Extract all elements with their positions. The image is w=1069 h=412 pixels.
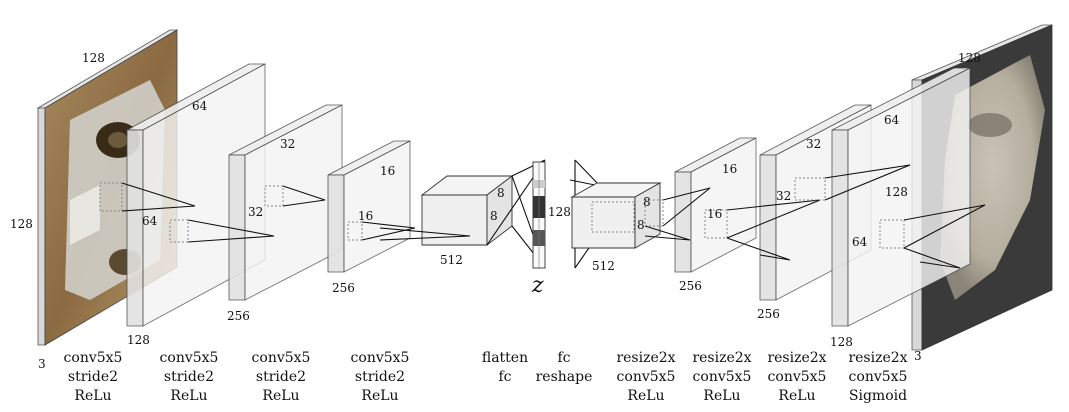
z-size-label: 128 (548, 205, 571, 219)
output-width-label: 128 (958, 51, 981, 65)
decoder-caption-3-3: ReLu (778, 388, 815, 404)
decoder-caption-1-1: resize2x (616, 350, 675, 366)
encoder-caption-4-3: ReLu (361, 388, 398, 404)
dec-kernel-4-fan (726, 237, 791, 261)
encoder-caption-3-3: ReLu (262, 388, 299, 404)
kernel-1-fan (121, 182, 196, 212)
decoder-layer-1-side (674, 171, 692, 273)
decoder-layer-3-face (847, 67, 971, 327)
decoder-size-label-9: 64 (852, 235, 868, 249)
encoder-layer-1-side (126, 129, 144, 327)
input-depth-label: 3 (38, 357, 46, 371)
encoder-caption-2-1: conv5x5 (160, 350, 219, 366)
decoder-size-label-4: 16 (707, 207, 722, 221)
decoder-layer-2-side (759, 154, 777, 301)
encoder-size-label-2: 64 (142, 214, 158, 228)
encoder-layer-3-side (327, 174, 345, 273)
kernel-5-fan (379, 227, 471, 241)
encoder-channels-label-3: 256 (332, 281, 355, 295)
encoder-size-label-7: 8 (497, 186, 505, 200)
encoder-size-label-8: 8 (490, 209, 498, 223)
encoder-layer-2-side (228, 154, 246, 301)
decoder-size-label-3: 16 (722, 162, 737, 176)
encoder-channels-label-2: 256 (227, 309, 250, 323)
fc-out-label: 512 (592, 259, 615, 273)
encoder-size-label-4: 32 (248, 205, 263, 219)
decoder-caption-2-1: resize2x (692, 350, 751, 366)
decoder-layer-3-side (831, 129, 849, 327)
dec-kernel-1-box (644, 199, 664, 227)
fc-in-label: 512 (440, 253, 463, 267)
encoder-caption-3-1: conv5x5 (252, 350, 311, 366)
decoder-size-label-7: 64 (884, 113, 900, 127)
decoder-caption-3-1: resize2x (767, 350, 826, 366)
decoder-size-label-8: 128 (885, 185, 908, 199)
decoder-caption-2-3: ReLu (703, 388, 740, 404)
encoder-caption-2-2: stride2 (164, 369, 214, 385)
dec-kernel-7-fan (903, 247, 961, 269)
encoder-caption-1-2: stride2 (68, 369, 118, 385)
kernel-2-box (169, 219, 189, 243)
decoder-channels-label-2: 256 (757, 307, 780, 321)
decoder-channels-label-1: 256 (679, 279, 702, 293)
kernel-3-fan (282, 185, 326, 207)
caption-reshape-2: reshape (536, 369, 593, 385)
encoder-size-label-5: 16 (380, 164, 395, 178)
encoder-layer-3-face (343, 140, 411, 273)
kernel-4-fan (361, 221, 416, 241)
caption-flatten-1: flatten (482, 350, 528, 366)
encoder-caption-4-2: stride2 (355, 369, 405, 385)
dec-kernel-3-box (704, 209, 728, 239)
encoder-caption-1-1: conv5x5 (64, 350, 123, 366)
kernel-3-box (264, 185, 284, 207)
output-labels: 128 3 (914, 51, 981, 363)
decoder-size-label-2: 8 (637, 218, 645, 232)
decoder-caption-4-3: Sigmoid (849, 388, 907, 404)
dec-kernel-5-box (794, 177, 826, 201)
decoder-caption-1-3: ReLu (627, 388, 664, 404)
decoder-caption-4-2: conv5x5 (849, 369, 908, 385)
kernel-1-box (99, 182, 123, 212)
z-label: z (531, 273, 544, 298)
caption-flatten-2: fc (498, 369, 511, 385)
decoder-caption-3-2: conv5x5 (768, 369, 827, 385)
decoder-channels-label-3: 128 (830, 335, 853, 349)
encoder-size-label-3: 32 (280, 137, 295, 151)
encoder-caption-1-3: ReLu (74, 388, 111, 404)
decoder-size-label-5: 32 (806, 137, 821, 151)
decoder-size-label-1: 8 (643, 195, 651, 209)
encoder-caption-3-2: stride2 (256, 369, 306, 385)
dec-kernel-1-fan (662, 187, 711, 227)
caption-reshape-1: fc (557, 350, 570, 366)
input-width-label: 128 (82, 51, 105, 65)
decoder-caption-4-1: resize2x (848, 350, 907, 366)
encoder-caption-2-3: ReLu (170, 388, 207, 404)
bottleneck (420, 159, 662, 269)
input-height-label: 128 (10, 217, 33, 231)
bottleneck-labels: 512 128 z 512 (440, 205, 615, 298)
decoder-caption-1-2: conv5x5 (617, 369, 676, 385)
encoder-size-label-1: 64 (192, 99, 208, 113)
dec-kernel-6-fan (903, 204, 986, 249)
encoder-caption-4-1: conv5x5 (351, 350, 410, 366)
output-depth-label: 3 (914, 349, 922, 363)
dec-kernel-6-box (879, 219, 905, 249)
decoder-caption-2-2: conv5x5 (693, 369, 752, 385)
kernel-2-fan (187, 219, 275, 243)
encoder-size-label-6: 16 (358, 209, 373, 223)
decoder-size-label-6: 32 (776, 189, 791, 203)
dec-kernel-2-fan (644, 225, 691, 241)
encoder-channels-label-1: 128 (127, 333, 150, 347)
captions: flatten fc fc reshape (482, 350, 593, 385)
dec-kernel-5-fan (824, 164, 911, 201)
input-labels: 128 128 3 (10, 51, 105, 371)
